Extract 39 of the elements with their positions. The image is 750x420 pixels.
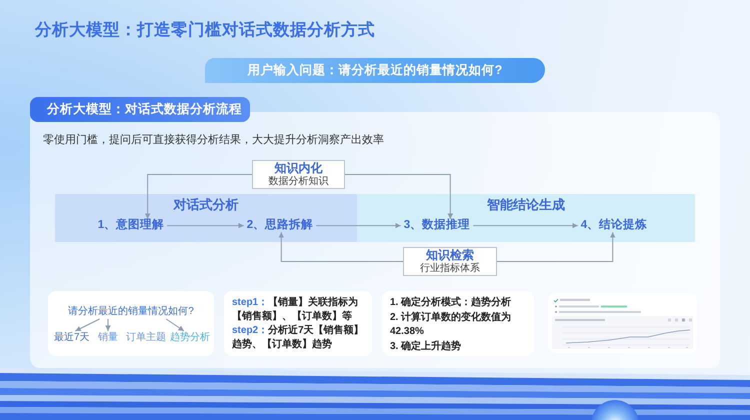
step-text: step2：分析近7天【销售额】趋势、【订单数】趋势 bbox=[232, 324, 364, 352]
stage-heading: 智能结论生成 bbox=[487, 197, 565, 213]
knowledge-title: 知识内化 bbox=[274, 162, 322, 176]
connector-arrow bbox=[144, 174, 252, 220]
connector-arrow bbox=[344, 174, 454, 220]
stage-band bbox=[357, 194, 695, 242]
question-text: 请分析最近的销量情况如何? bbox=[68, 306, 194, 318]
step-label: 4、结论提炼 bbox=[580, 219, 648, 232]
connector-arrow bbox=[74, 318, 100, 332]
question-banner: 用户输入问题：请分析最近的销量情况如何? bbox=[205, 58, 545, 83]
connector-arrow bbox=[166, 222, 244, 228]
conclusion-text: 3. 确定上升趋势 bbox=[390, 340, 462, 354]
page-title: 分析大模型：打造零门槛对话式数据分析方式 bbox=[35, 21, 375, 41]
keyword-text: 最近7天 bbox=[54, 332, 90, 344]
section-tab: 分析大模型：对话式数据分析流程 bbox=[30, 97, 250, 122]
conclusion-text: 2. 计算订单数的变化数值为42.38% bbox=[390, 310, 512, 339]
example-card bbox=[48, 291, 214, 356]
knowledge-title: 知识检索 bbox=[426, 248, 474, 262]
connector-arrow bbox=[472, 222, 578, 228]
connector-arrow bbox=[496, 232, 616, 262]
stage-band bbox=[55, 194, 357, 242]
step-label: 1、意图理解 bbox=[98, 219, 164, 232]
conclusion-text: 1. 确定分析模式：趋势分析 bbox=[390, 296, 512, 310]
keyword-text: 订单主题 bbox=[126, 332, 166, 344]
connector-arrow bbox=[105, 318, 111, 332]
keyword-text: 趋势分析 bbox=[170, 332, 210, 344]
connector-arrow bbox=[166, 318, 184, 332]
step-label: 2、思路拆解 bbox=[246, 219, 314, 232]
knowledge-subtitle: 行业指标体系 bbox=[420, 262, 480, 274]
knowledge-subtitle: 数据分析知识 bbox=[268, 176, 328, 188]
knowledge-box bbox=[403, 247, 497, 276]
subtitle-text: 零使用门槛，提问后可直接获得分析结果，大大提升分析洞察产出效率 bbox=[43, 133, 384, 148]
step-label: 3、数据推理 bbox=[404, 219, 470, 232]
step-text: step1：【销量】关联指标为【销售额】、【订单数】等 bbox=[232, 296, 360, 324]
connector-arrow bbox=[278, 232, 404, 262]
knowledge-box bbox=[252, 160, 345, 189]
stage-heading: 对话式分析 bbox=[174, 197, 238, 213]
connector-arrow bbox=[316, 222, 402, 228]
keyword-text: 销量 bbox=[98, 332, 118, 344]
